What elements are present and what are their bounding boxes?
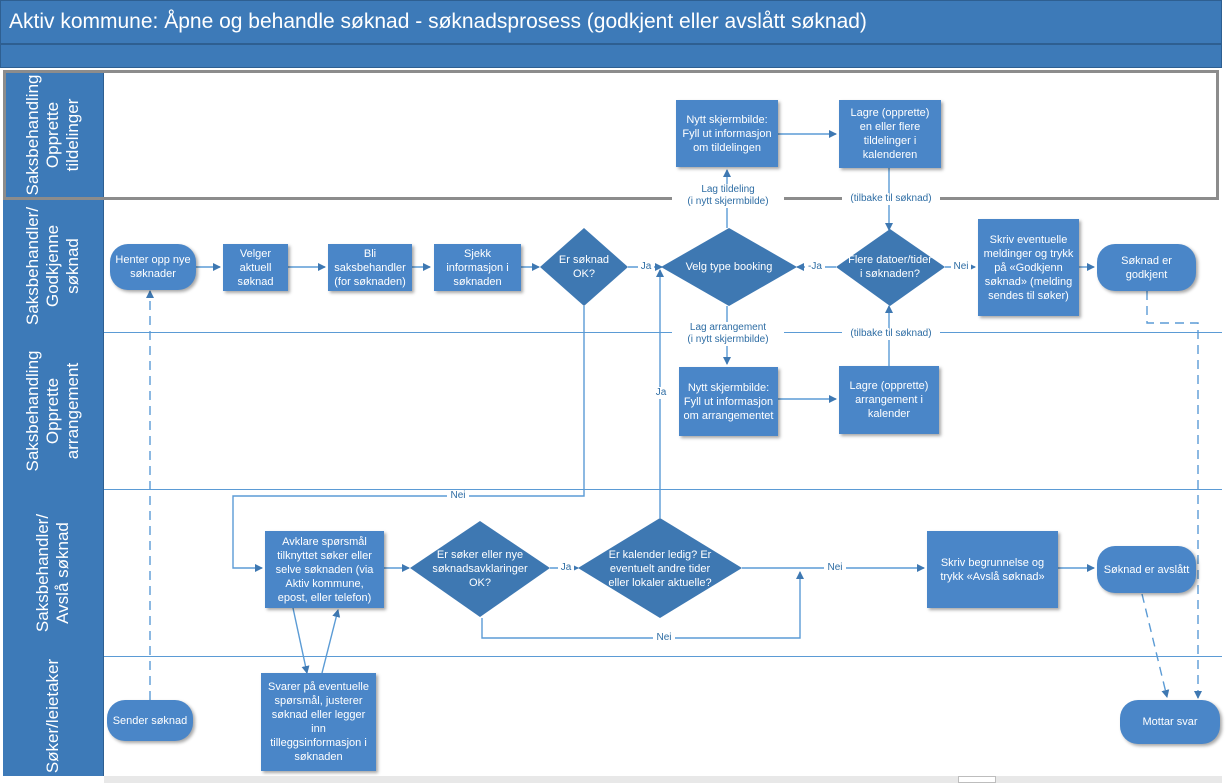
node-lagre-arrangement: Lagre (opprette) arrangement i kalender: [839, 366, 939, 434]
node-lagre-tildelinger: Lagre (opprette) en eller flere tildelin…: [839, 100, 941, 168]
diagram-title: Aktiv kommune: Åpne og behandle søknad -…: [9, 10, 867, 33]
decision-label-kalender-ledig: Er kalender ledig? Er eventuelt andre ti…: [608, 549, 712, 589]
node-velger-soknad: Velger aktuell søknad: [223, 244, 288, 291]
node-nytt-skjermbilde-arrangement: Nytt skjermbilde: Fyll ut informasjon om…: [679, 367, 778, 436]
lane-header-opprette-tildelinger: Saksbehandling Opprette tildelinger: [3, 70, 104, 200]
diagram-title-bar: Aktiv kommune: Åpne og behandle søknad -…: [0, 0, 1222, 44]
node-skriv-meldinger-godkjenn: Skriv eventuelle meldinger og trykk på «…: [978, 219, 1079, 316]
node-sender-soknad: Sender søknad: [107, 700, 193, 741]
lane-divider: [104, 656, 1222, 657]
node-avklare-sporsmal: Avklare spørsmål tilknyttet søker eller …: [265, 531, 384, 608]
decision-label-flere-datoer: Flere datoer/tider i søknaden?: [848, 254, 932, 280]
edge-label-nei: Nei: [951, 261, 971, 273]
node-svarer-sporsmal: Svarer på eventuelle spørsmål, justerer …: [261, 673, 376, 771]
edge-avklare-svarer: [292, 607, 310, 674]
edge-label-ja: -Ja: [805, 261, 825, 273]
edge-soker-ok-nei: [481, 571, 804, 639]
node-skriv-begrunnelse: Skriv begrunnelse og trykk «Avslå søknad…: [927, 531, 1058, 608]
edge-label-nei: Nei: [824, 562, 846, 574]
decision-soker-ok: [410, 521, 550, 617]
node-soknad-godkjent: Søknad er godkjent: [1097, 244, 1196, 291]
horizontal-scrollbar[interactable]: [104, 776, 1222, 783]
node-nytt-skjermbilde-tildeling: Nytt skjermbilde: Fyll ut informasjon om…: [676, 100, 778, 167]
edge-label-ja: Ja: [653, 387, 669, 399]
lane-header-soker-leietaker: Søker/leietaker: [3, 656, 104, 776]
edge-avslatt-mottar: [1141, 593, 1170, 698]
lane-divider: [104, 332, 1222, 333]
lane-header-godkjenne-soknad: Saksbehandler/ Godkjenne søknad: [3, 200, 104, 332]
edge-label-tilbake-til-soknad: (tilbake til søknad): [842, 328, 940, 340]
edge-svarer-avklare: [321, 609, 341, 674]
lane-header-opprette-arrangement: Saksbehandling Opprette arrangement: [3, 332, 104, 489]
edge-godkjent-mottar: [1146, 291, 1202, 699]
decision-label-velg-type: Velg type booking: [685, 261, 773, 273]
node-sjekk-informasjon: Sjekk informasjon i søknaden: [434, 244, 521, 291]
edge-label-ja: Ja: [638, 261, 654, 273]
decision-velg-type-booking: [661, 228, 797, 306]
node-bli-saksbehandler: Bli saksbehandler (for søknaden): [328, 244, 412, 291]
edge-label-lag-arrangement: Lag arrangement (i nytt skjermbilde): [672, 322, 784, 346]
decision-flere-datoer: [836, 229, 945, 306]
scrollbar-thumb[interactable]: [958, 776, 996, 783]
title-subheader: [0, 44, 1222, 68]
decision-label-er-soknad-ok: Er søknad OK?: [558, 254, 610, 280]
edge-label-nei: Nei: [653, 632, 675, 644]
decision-er-soknad-ok: [540, 228, 628, 306]
decision-kalender-ledig: [578, 518, 742, 618]
lane-header-avsla-soknad: Saksbehandler/ Avslå søknad: [3, 489, 104, 656]
edge-label-tilbake-til-soknad: (tilbake til søknad): [842, 193, 940, 205]
node-mottar-svar: Mottar svar: [1120, 700, 1220, 744]
edge-label-ja: Ja: [558, 562, 574, 574]
edge-label-lag-tildeling: Lag tildeling (i nytt skjermbilde): [672, 184, 784, 208]
decision-label-soker-ok: Er søker eller nye søknadsavklaringer OK…: [432, 549, 528, 589]
node-soknad-avslatt: Søknad er avslått: [1097, 546, 1196, 593]
edge-label-nei: Nei: [447, 490, 469, 502]
edge-er-ok-nei-avklare: [232, 306, 585, 572]
lane-divider: [104, 489, 1222, 490]
node-henter-opp-soknader: Henter opp nye søknader: [110, 244, 196, 290]
